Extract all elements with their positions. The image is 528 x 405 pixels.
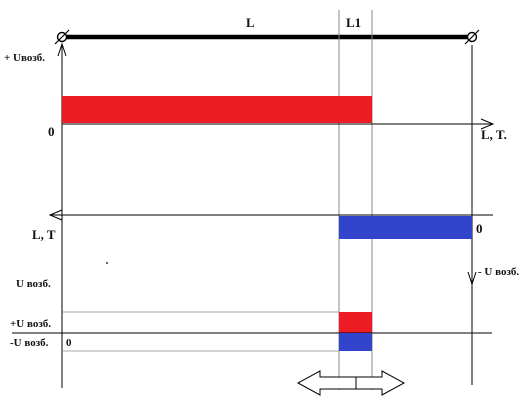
left-pivot-icon <box>54 29 70 45</box>
zero-mid-label: 0 <box>476 221 483 236</box>
u-left-label: U возб. <box>16 278 51 290</box>
blue-band-middle <box>339 216 472 239</box>
upper-axis-arrowhead-icon <box>480 118 495 130</box>
stray-dot <box>106 262 108 264</box>
blue-band-lower <box>339 333 372 351</box>
zero-bottom-label: 0 <box>66 337 72 349</box>
right-pivot-icon <box>464 29 480 45</box>
zero-top-label: 0 <box>48 124 55 139</box>
right-axis-arrowhead-icon <box>467 271 477 286</box>
middle-axis-arrowhead-icon <box>48 209 63 221</box>
minus-u-bottom-label: -U возб. <box>10 337 49 349</box>
axis-lt-top-label: L, T. <box>481 127 507 142</box>
red-band-upper <box>62 96 372 123</box>
axis-lt-mid-label: L, T <box>32 227 56 242</box>
plus-u-top-label: + Uвозб. <box>4 52 45 64</box>
length-l1-label: L1 <box>346 15 361 30</box>
minus-u-right-label: - U возб. <box>478 266 519 278</box>
left-axis-arrowhead-icon <box>57 42 67 57</box>
double-arrow-icon <box>296 370 406 396</box>
red-band-lower <box>339 312 372 333</box>
plus-u-bottom-label: +U возб. <box>10 318 51 330</box>
length-l-label: L <box>246 15 255 30</box>
